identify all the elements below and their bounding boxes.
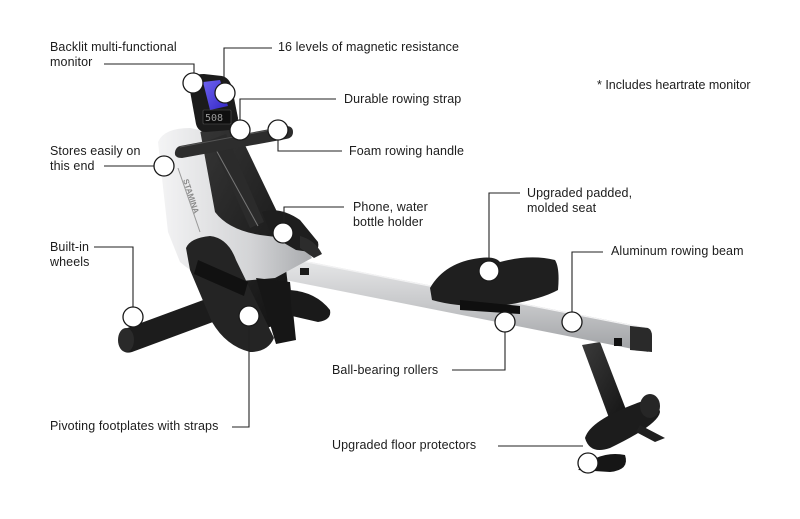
marker-seat <box>478 260 500 282</box>
seat <box>430 257 559 314</box>
marker-footplates <box>238 305 260 327</box>
marker-holder <box>272 222 294 244</box>
heartrate-note: * Includes heartrate monitor <box>597 78 751 92</box>
callout-label-holder: Phone, water bottle holder <box>353 200 428 229</box>
marker-strap <box>229 119 251 141</box>
marker-resistance <box>214 82 236 104</box>
callout-label-handle: Foam rowing handle <box>349 144 465 158</box>
callout-label-rollers: Ball-bearing rollers <box>332 363 439 377</box>
callout-lines <box>94 47 603 447</box>
callout-label-storage: Stores easily on this end <box>50 144 141 173</box>
callout-label-monitor: Backlit multi-functional monitor <box>50 40 177 69</box>
rear-leg <box>578 342 665 472</box>
callout-label-floor: Upgraded floor protectors <box>332 438 477 452</box>
marker-rollers <box>494 311 516 333</box>
callout-label-wheels: Built-in wheels <box>50 240 90 269</box>
marker-beam <box>561 311 583 333</box>
callout-label-seat: Upgraded padded, molded seat <box>527 186 633 215</box>
callout-markers <box>122 72 599 474</box>
marker-wheels <box>122 306 144 328</box>
callout-label-resistance: 16 levels of magnetic resistance <box>278 40 460 54</box>
marker-monitor <box>182 72 204 94</box>
marker-handle <box>267 119 289 141</box>
marker-storage <box>153 155 175 177</box>
marker-floor <box>577 452 599 474</box>
callout-label-beam: Aluminum rowing beam <box>611 244 744 258</box>
monitor-readout: 508 <box>205 113 223 124</box>
callout-label-footplates: Pivoting footplates with straps <box>50 419 219 433</box>
callout-label-strap: Durable rowing strap <box>344 92 462 106</box>
